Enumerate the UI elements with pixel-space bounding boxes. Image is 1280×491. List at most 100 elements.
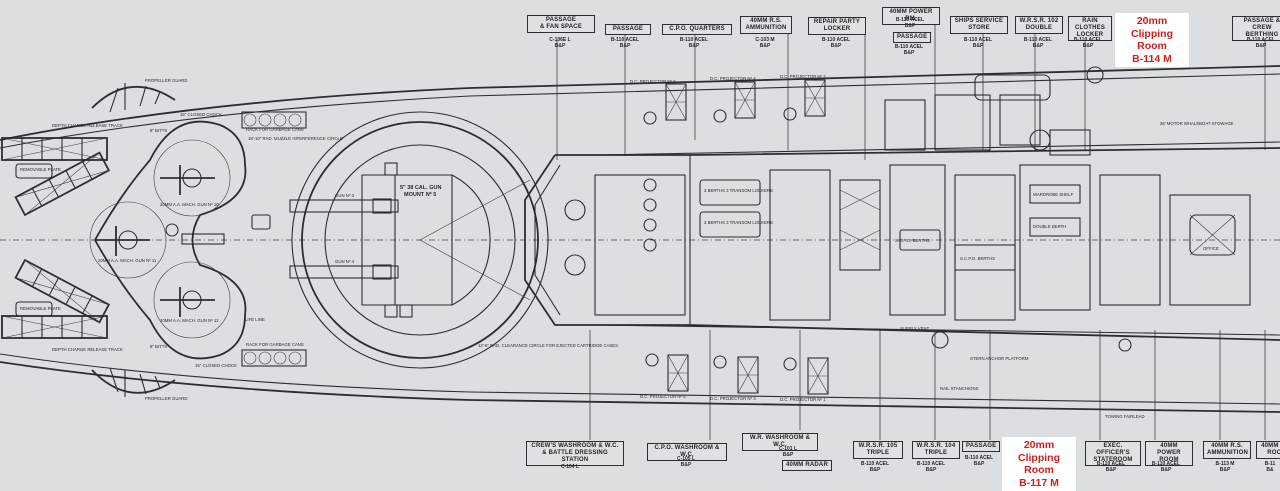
depth-charge-rack-port — [1, 137, 111, 217]
label-clearance-circle: 12'-6" RAD. CLEARANCE CIRCLE FOR EJECTED… — [478, 343, 618, 348]
code-40mm-rs-ammunition: C-103 M B&P — [755, 37, 775, 49]
garbage-rack-port — [241, 111, 307, 129]
hull-port-edge — [0, 65, 1280, 141]
gun-20mm-no12 — [153, 261, 231, 339]
code-40mm-power-room-2: B-110 ACEL B&P — [1151, 461, 1181, 473]
callout-40mm-power-room: 40MM POWER RM. — [882, 7, 940, 25]
label-gun-mount-5-line1: 5" 38 CAL. GUN — [400, 185, 441, 191]
label-berths-a: 3 BERTHS 3 TRANSOM LOCKERS — [704, 188, 773, 193]
ready-service-box — [181, 233, 225, 245]
label-gun-mount-5: 5" 38 CAL. GUN MOUNT Nº 5 — [400, 185, 443, 198]
callout-cpo-washroom: C.P.O. WASHROOM & W.C. — [647, 443, 727, 461]
code-passage-crew-berthing: B-110 ACEL B&P — [1246, 37, 1276, 49]
highlight-note-b114m-line3: B-114 M — [1132, 52, 1172, 65]
label-dc-projector-4: D.C. PROJECTOR Nº 4 — [710, 76, 756, 81]
propeller-guard-starboard — [91, 367, 176, 397]
label-propeller-guard-port: PROPELLER GUARD — [145, 78, 188, 83]
label-garbage-rack-starboard: RACK FOR GARBAGE CANS — [246, 342, 304, 347]
code-wr-washroom: C-101 L B&P — [778, 446, 798, 458]
label-depth-charge-track-starboard: DEPTH CHARGE RELEASE TRACK — [52, 347, 123, 352]
gun-20mm-no11 — [89, 201, 167, 279]
label-dc-projector-3: D.C. PROJECTOR Nº 3 — [710, 396, 756, 401]
code-rain-clothes-locker: B-110 ACEL B&P — [1073, 37, 1103, 49]
code-40mm-power-room: B-110 ACEL B&P — [895, 17, 925, 29]
label-towing-fairlead: TOWING FAIRLEAD — [1105, 414, 1145, 419]
callout-passage-2: PASSAGE — [893, 32, 931, 43]
label-life-line: LIFE LINE — [245, 317, 265, 322]
code-40mm-rs-room: B-11 B& — [1264, 461, 1276, 473]
code-40mm-rs-ammunition-2: B-113 M B&P — [1215, 461, 1235, 473]
gun-tub-outline — [93, 120, 247, 360]
label-gun-no12: 20MM A.A. MACH. GUN Nº 12 — [160, 318, 219, 323]
label-gun-no10: 20MM A.A. MACH. GUN Nº 10 — [160, 202, 219, 207]
callout-40mm-rs-ammunition: 40MM R.S. AMMUNITION — [740, 16, 792, 34]
hull-starboard-edge — [0, 361, 1280, 413]
code-wrsr-102-double: B-110 ACEL B&P — [1023, 37, 1053, 49]
code-wrsr-105-triple: B-110 ACEL B&P — [860, 461, 890, 473]
callout-passage-1: PASSAGE — [605, 24, 651, 35]
gun-20mm-no10 — [153, 139, 231, 217]
callout-leaders-top — [556, 20, 1266, 160]
label-gun-mount-5-line2: MOUNT Nº 5 — [404, 192, 436, 198]
label-bitts-port: 8" BITTS — [150, 128, 167, 133]
label-dc-projector-6: D.C. PROJECTOR Nº 6 — [630, 79, 676, 84]
label-scpo-berths-2: S.C.P.O. BERTHS — [960, 256, 995, 261]
highlight-note-b117m: 20mm Clipping Room B-117 M — [1002, 437, 1076, 491]
label-wardrobe-shelf: WARDROBE SHELF — [1033, 192, 1074, 197]
callout-40mm-power-room-2: 40MM POWER ROOM — [1145, 441, 1193, 466]
label-rail-stanchions: RAIL STANCHIONS — [940, 386, 979, 391]
label-garbage-rack-port: RACK FOR GARBAGE CANS — [246, 127, 304, 132]
dc-projectors-starboard — [645, 353, 829, 395]
gun-mount-5inch — [289, 111, 549, 369]
code-ships-service-store: B-110 ACEL B&P — [963, 37, 993, 49]
label-removable-plate-starboard: REMOVABLE PLATE — [20, 306, 61, 311]
callout-crews-washroom: CREW'S WASHROOM & W.C. & BATTLE DRESSING… — [526, 441, 624, 466]
deck-plan-drawing: PROPELLER GUARD PROPELLER GUARD DEPTH CH… — [0, 20, 1280, 440]
label-dc-projector-2: D.C. PROJECTOR Nº 2 — [780, 74, 826, 79]
callout-wrsr-104-triple: W.R.S.R. 104 TRIPLE — [912, 441, 960, 459]
interior-compartments — [564, 66, 1251, 352]
callout-wrsr-105-triple: W.R.S.R. 105 TRIPLE — [853, 441, 903, 459]
callout-leaders-bottom — [589, 330, 1266, 440]
label-muzzle-circle: 18'-10" RAD. MUZZLE INTERFERENCE CIRCLE — [248, 136, 343, 141]
label-dc-projector-1: D.C. PROJECTOR Nº 1 — [780, 397, 826, 402]
callout-wrsr-102-double: W.R.S.R. 102 DOUBLE — [1015, 16, 1063, 34]
label-closed-chock-starboard: 15" CLOSED CHOCK — [195, 363, 237, 368]
callout-40mm-rs-ammunition-2: 40MM R.S. AMMUNITION — [1203, 441, 1251, 459]
passage-port — [599, 141, 1280, 156]
label-stern-anchor: STERN ANCHOR PLATFORM — [970, 356, 1029, 361]
label-supply-vent: SUPPLY VENT — [900, 326, 930, 331]
code-cpo-washroom: C-105 L B&P — [676, 456, 696, 468]
ventilator — [165, 223, 179, 237]
hatch — [251, 214, 271, 230]
code-passage-fan-space: C-106E L B&P — [549, 37, 571, 49]
label-office: OFFICE — [1203, 246, 1219, 251]
label-propeller-guard-starboard: PROPELLER GUARD — [145, 396, 188, 401]
highlight-note-b114m-line1: 20mm Clipping — [1131, 15, 1173, 40]
code-crews-washroom: C-104 L — [560, 464, 580, 470]
code-cpo-quarters: B-110 ACEL B&P — [679, 37, 709, 49]
callout-ships-service-store: SHIPS SERVICE STORE — [950, 16, 1008, 34]
callout-40mm-radar: 40MM RADAR — [782, 460, 832, 471]
callout-cpo-quarters: C.P.O. QUARTERS — [662, 24, 732, 35]
callout-exec-officers-stateroom: EXEC. OFFICER'S STATEROOM — [1085, 441, 1141, 466]
callout-rain-clothes-locker: RAIN CLOTHES LOCKER — [1068, 16, 1112, 41]
code-passage-3: B-110 ACEL B&P — [964, 455, 994, 467]
callout-passage-crew-berthing: PASSAGE & CREW BERTHING — [1232, 16, 1280, 41]
label-bitts-starboard: 8" BITTS — [150, 344, 167, 349]
callout-40mm-rs-room: 40MM R.S. ROOM — [1256, 441, 1280, 459]
label-closed-chock-port: 15" CLOSED CHOCK — [180, 112, 222, 117]
label-removable-plate-port: REMOVABLE PLATE — [20, 167, 61, 172]
label-scpo-berths: S.C.P.O. BERTHS — [895, 238, 930, 243]
highlight-note-b114m-line2: Room — [1137, 40, 1167, 52]
label-gun-b: GUN Nº 4 — [335, 259, 355, 264]
callout-repair-party-locker: REPAIR PARTY LOCKER — [808, 17, 866, 35]
drawing-labels: PROPELLER GUARD PROPELLER GUARD DEPTH CH… — [20, 74, 1234, 419]
highlight-note-b114m: 20mm Clipping Room B-114 M — [1115, 13, 1189, 67]
label-motor-whaleboat: 26' MOTOR WHALEBOAT STOWAGE — [1160, 121, 1234, 126]
code-exec-officers-stateroom: B-110 ACEL B&P — [1096, 461, 1126, 473]
label-double-berth: DOUBLE BERTH — [1033, 224, 1066, 229]
highlight-note-b117m-line1: 20mm Clipping — [1018, 439, 1060, 464]
label-depth-charge-track-port: DEPTH CHARGE RELEASE TRACK — [52, 123, 123, 128]
depth-charge-rack-starboard — [1, 258, 111, 339]
